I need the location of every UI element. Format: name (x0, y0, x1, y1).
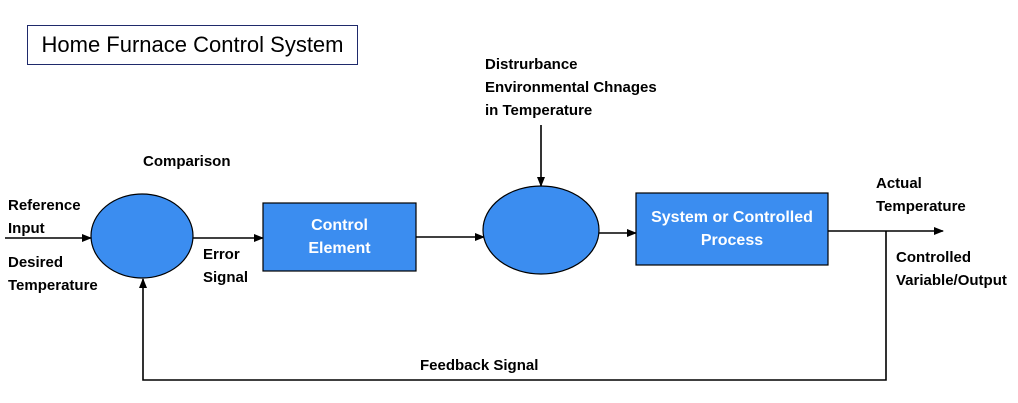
system-process-line2: Process (700, 232, 764, 249)
actual-temperature-line2: Temperature (876, 198, 966, 215)
controlled-output-label: Controlled Variable/Output (896, 246, 1007, 292)
controlled-output-line1: Controlled (896, 249, 971, 266)
control-element-line1: Control (311, 217, 368, 234)
desired-temperature-label: Desired Temperature (8, 251, 98, 297)
desired-temperature-line2: Temperature (8, 277, 98, 294)
disturbance-label: Distrurbance Environmental Chnages in Te… (485, 53, 657, 122)
system-process-block: System or Controlled Process (636, 193, 828, 265)
feedback-signal-label: Feedback Signal (420, 357, 539, 374)
reference-input-line2: Input (8, 220, 45, 237)
comparison-junction (90, 193, 194, 279)
actual-temperature-line1: Actual (876, 175, 922, 192)
disturbance-junction (482, 185, 600, 275)
error-signal-line2: Signal (203, 269, 249, 286)
disturbance-line2: Environmental Chnages (485, 79, 657, 96)
actual-temperature-label: Actual Temperature (876, 172, 966, 218)
disturbance-line1: Distrurbance (485, 56, 578, 73)
system-process-line1: System or Controlled (651, 209, 813, 226)
comparison-label: Comparison (143, 153, 231, 170)
control-element-line2: Element (308, 240, 371, 257)
error-signal-label: Error Signal (203, 243, 248, 289)
error-signal-line1: Error (203, 246, 240, 263)
controlled-output-line2: Variable/Output (896, 272, 1007, 289)
system-process-rect (635, 192, 829, 266)
control-element-rect (262, 202, 417, 272)
reference-input-line1: Reference (8, 197, 81, 214)
disturbance-line3: in Temperature (485, 102, 593, 119)
desired-temperature-line1: Desired (8, 254, 64, 271)
feedback-path (139, 231, 887, 381)
diagram-title: Home Furnace Control System (27, 25, 358, 65)
reference-input-label: Reference Input (8, 194, 81, 240)
control-element-block: Control Element (263, 203, 416, 271)
